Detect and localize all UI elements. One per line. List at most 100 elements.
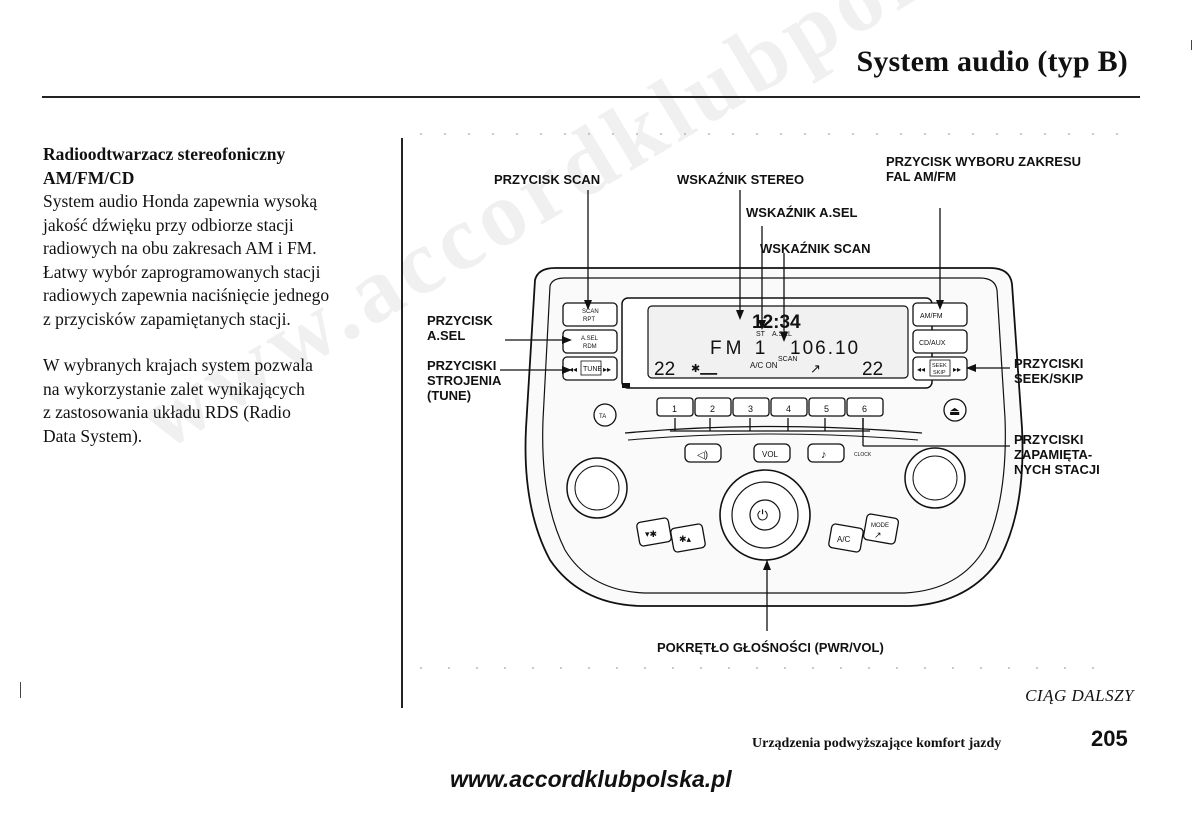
ta-label: TA — [599, 414, 606, 420]
display-band: FM 1 — [710, 338, 769, 359]
preset-label-2: 2 — [710, 404, 715, 414]
display-scan: SCAN — [778, 356, 797, 363]
tune-label: ◂◂ — [569, 365, 577, 374]
audio-panel-illustration: 12:34 ST A.SEL FM 1 106.10 SCAN A/C ON 2… — [420, 133, 1130, 669]
preset-label-3: 3 — [748, 404, 753, 414]
display-temp-left: 22 — [654, 359, 675, 380]
callout-lines — [500, 190, 1010, 631]
callout-arrowheads — [562, 300, 976, 570]
asel-rdm-label: RDM — [583, 344, 597, 350]
text-line: W wybranych krajach system pozwala — [43, 355, 313, 375]
seek-skip-label: SKIP — [933, 370, 946, 376]
column-divider — [401, 138, 403, 708]
label-scan-button: PRZYCISK SCAN — [494, 172, 601, 187]
right-button-column: AM/FM CD/AUX ◂◂ SEEK SKIP ▸▸ ⏏ — [912, 302, 968, 422]
preset-label-1: 1 — [672, 404, 677, 414]
seek-skip-button[interactable] — [912, 356, 968, 381]
cd-aux-button[interactable] — [912, 329, 968, 354]
text-line: radiowych zapewnia naciśnięcie jednego — [43, 285, 330, 305]
preset-label-5: 5 — [824, 404, 829, 414]
text-line: z przycisków zapamiętanych stacji. — [43, 308, 291, 329]
page-title: System audio (typ B) — [856, 45, 1128, 78]
edge-mark — [1191, 40, 1192, 50]
speaker-icon: ◁) — [697, 450, 708, 461]
ac-label: A/C — [837, 535, 851, 544]
section-heading-line: Radioodtwarzacz stereofoniczny — [43, 144, 286, 164]
label-asel-indicator: WSKAŹNIK A.SEL — [746, 205, 858, 220]
paragraph-1: System audio Honda zapewnia wysoką jakoś… — [43, 190, 388, 331]
mode-button[interactable] — [862, 513, 900, 545]
music-button[interactable] — [807, 443, 845, 463]
fan-speed-icon: ✱▁▁ — [691, 363, 718, 375]
mode-airflow-icon: ↗ — [874, 530, 882, 540]
cd-aux-label: CD/AUX — [919, 340, 946, 347]
text-line: Łatwy wybór zaprogramowanych stacji — [43, 261, 321, 282]
tune-label: ▸▸ — [603, 365, 611, 374]
mode-label: MODE — [871, 523, 889, 529]
preset-button-2[interactable] — [694, 397, 732, 417]
footer-section-title: Urządzenia podwyższające komfort jazdy — [752, 736, 1002, 751]
intro-text-column: Radioodtwarzacz stereofoniczny AM/FM/CD … — [43, 143, 388, 448]
display-time: 12:34 — [752, 312, 801, 333]
preset-button-1[interactable] — [656, 397, 694, 417]
preset-label-4: 4 — [786, 404, 791, 414]
vol-label: VOL — [762, 450, 779, 459]
power-button[interactable] — [749, 499, 781, 531]
scan-rpt-label: RPT — [583, 317, 595, 323]
seek-skip-label: SEEK — [932, 363, 947, 369]
footer-url: www.accordklubpolska.pl — [450, 766, 732, 792]
mute-button[interactable] — [684, 443, 722, 463]
fan-up-button[interactable] — [670, 523, 706, 553]
lower-controls: ◁) VOL ♪ CLOCK ⏻ ▾✱ ✱▴ A/C MODE ↗ — [566, 425, 966, 561]
am-fm-label: AM/FM — [920, 313, 943, 320]
text-line: z zastosowania układu RDS (Radio — [43, 402, 291, 422]
display-frequency: 106.10 — [790, 338, 860, 359]
label-seek-buttons: PRZYCISKI SEEK/SKIP — [1014, 356, 1084, 386]
page-number: 205 — [1091, 726, 1128, 751]
display-ac-on: A/C ON — [750, 361, 778, 370]
text-line: jakość dźwięku przy odbiorze stacji — [43, 214, 294, 235]
preset-button-4[interactable] — [770, 397, 808, 417]
seek-skip-label: ▸▸ — [953, 365, 961, 374]
label-volume-knob: POKRĘTŁO GŁOŚNOŚCI (PWR/VOL) — [657, 640, 884, 655]
display-st: ST — [756, 331, 766, 338]
fan-down-icon: ▾✱ — [645, 529, 657, 539]
ac-button[interactable] — [828, 523, 864, 553]
paragraph-2: W wybranych krajach system pozwala na wy… — [43, 354, 388, 448]
tune-label: TUNE — [583, 366, 602, 373]
label-scan-indicator: WSKAŹNIK SCAN — [760, 241, 871, 256]
ta-button[interactable] — [593, 403, 617, 427]
fan-down-button[interactable] — [636, 517, 672, 547]
display-indicator-light — [622, 383, 630, 388]
label-stereo-indicator: WSKAŹNIK STEREO — [677, 172, 805, 187]
display-temp-right: 22 — [862, 359, 883, 380]
eject-icon: ⏏ — [949, 404, 960, 418]
eject-button[interactable] — [943, 398, 967, 422]
left-temperature-knob[interactable] — [566, 457, 628, 519]
radio-display: 12:34 ST A.SEL FM 1 106.10 SCAN A/C ON 2… — [621, 297, 933, 389]
left-button-column: SCAN RPT A.SEL RDM ◂◂ TUNE ▸▸ TA — [562, 302, 618, 427]
label-band-button: PRZYCISK WYBORU ZAKRESU FAL AM/FM — [886, 154, 1082, 184]
music-note-icon: ♪ — [821, 449, 827, 461]
audio-panel-diagram: 12:34 ST A.SEL FM 1 106.10 SCAN A/C ON 2… — [410, 128, 1135, 688]
text-line: Data System). — [43, 425, 143, 446]
airflow-mode-icon: ↗ — [810, 361, 821, 376]
preset-button-6[interactable] — [846, 397, 884, 417]
power-icon: ⏻ — [757, 507, 768, 523]
preset-buttons: 1 2 3 4 5 6 — [656, 397, 884, 417]
label-preset-buttons: PRZYCISKI ZAPAMIĘTA- NYCH STACJI — [1014, 432, 1100, 477]
preset-button-3[interactable] — [732, 397, 770, 417]
clock-label: CLOCK — [854, 452, 872, 458]
text-line: na wykorzystanie zalet wynikających — [43, 378, 305, 399]
vol-button[interactable] — [753, 443, 791, 463]
text-line: System audio Honda zapewnia wysoką — [43, 191, 318, 211]
preset-label-6: 6 — [862, 404, 867, 414]
label-tune-buttons: PRZYCISKI STROJENIA (TUNE) — [427, 358, 502, 403]
text-line: radiowych na obu zakresach AM i FM. — [43, 238, 317, 258]
fan-up-icon: ✱▴ — [679, 534, 692, 544]
preset-button-5[interactable] — [808, 397, 846, 417]
continued-note: CIĄG DALSZY — [1025, 686, 1134, 705]
edge-mark — [20, 682, 21, 698]
asel-rdm-label: A.SEL — [581, 336, 599, 342]
right-temperature-knob[interactable] — [904, 447, 966, 509]
